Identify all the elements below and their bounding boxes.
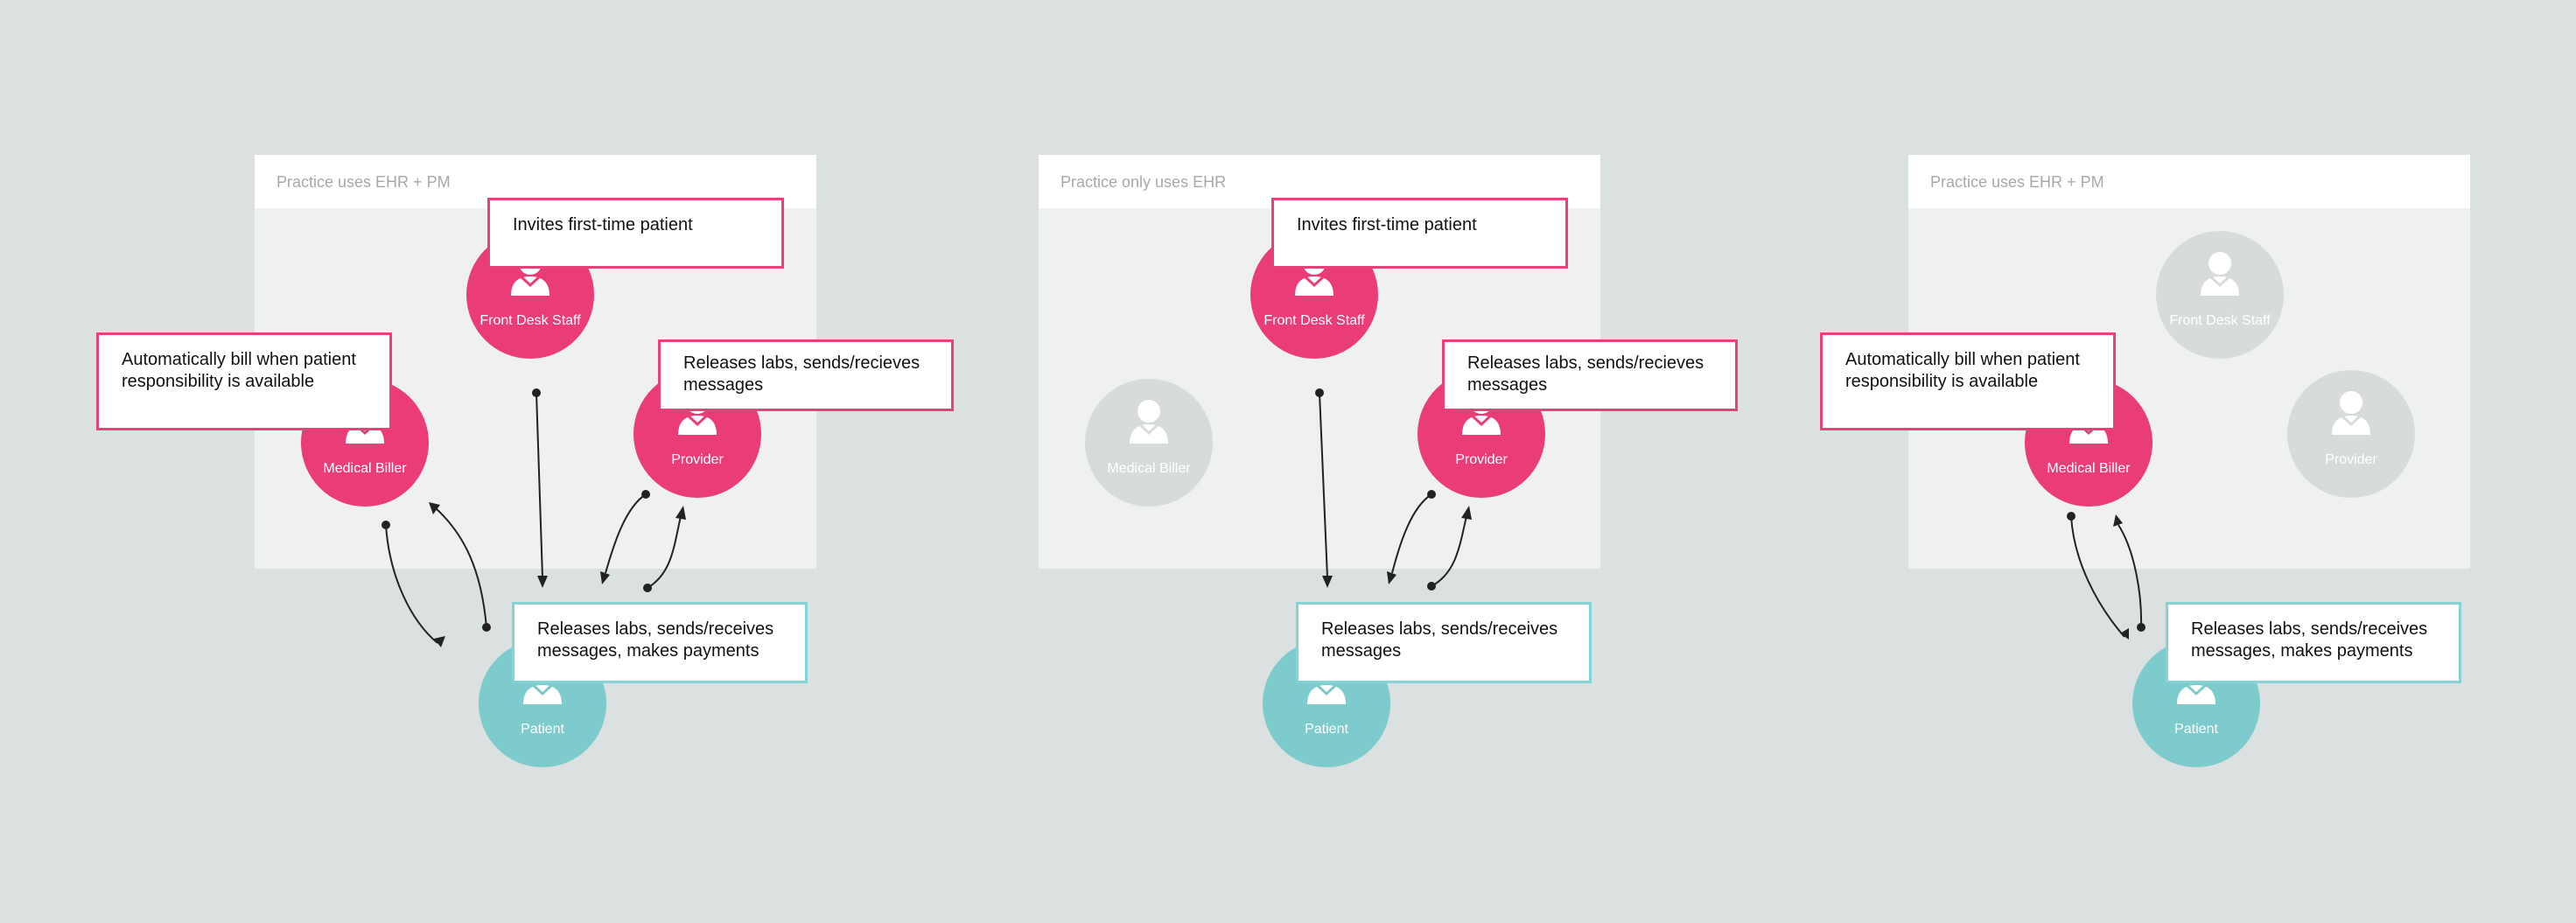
callout-front-desk: Invites first-time patient: [487, 198, 784, 269]
callout-patient: Releases labs, sends/receives messages: [1296, 602, 1592, 683]
arrow-patient-to-biller: [429, 502, 491, 632]
callout-front-desk: Invites first-time patient: [1271, 198, 1568, 269]
user-icon: [2332, 391, 2370, 435]
callout-patient: Releases labs, sends/receives messages, …: [512, 602, 808, 683]
arrow-frontdesk-to-patient: [1315, 388, 1333, 588]
actor-label: Front Desk Staff: [480, 313, 581, 328]
flow-arrows: [382, 388, 686, 647]
actor-front-desk-staff-inactive: Front Desk Staff: [2156, 231, 2284, 359]
callout-medical-biller: Automatically bill when patient responsi…: [1820, 332, 2116, 430]
diagram-ehr-pm-billing: Practice uses EHR + PM Front Desk Staff …: [1750, 0, 2576, 923]
user-icon: [1130, 400, 1168, 444]
actor-label: Provider: [1455, 452, 1508, 467]
actor-label: Patient: [521, 722, 564, 737]
arrow-provider-to-patient: [1387, 490, 1436, 584]
actor-label: Medical Biller: [2047, 461, 2131, 476]
flow-arrows: [2067, 512, 2146, 640]
arrow-patient-to-provider: [643, 506, 686, 592]
arrow-biller-to-patient: [2067, 512, 2129, 640]
callout-provider: Releases labs, sends/recieves messages: [1442, 339, 1738, 411]
actor-label: Patient: [1305, 722, 1348, 737]
callout-provider: Releases labs, sends/recieves messages: [658, 339, 954, 411]
diagram-ehr-pm-full: Practice uses EHR + PM: [0, 0, 954, 923]
callout-patient: Releases labs, sends/receives messages, …: [2166, 602, 2461, 683]
callout-medical-biller: Automatically bill when patient responsi…: [96, 332, 392, 430]
actor-label: Provider: [2325, 452, 2377, 467]
arrow-patient-to-provider: [1427, 506, 1472, 591]
arrow-provider-to-patient: [600, 490, 650, 584]
actor-label: Medical Biller: [1107, 461, 1191, 476]
actor-label: Provider: [671, 452, 724, 467]
panel-title: Practice uses EHR + PM: [1930, 173, 2104, 191]
actor-label: Medical Biller: [323, 461, 407, 476]
panel-title: Practice uses EHR + PM: [276, 173, 451, 191]
panel-title: Practice only uses EHR: [1060, 173, 1227, 191]
arrow-patient-to-biller: [2113, 514, 2146, 632]
arrow-frontdesk-to-patient: [532, 388, 548, 588]
actor-label: Patient: [2174, 722, 2218, 737]
arrow-biller-to-patient: [382, 521, 445, 647]
actor-label: Front Desk Staff: [2169, 313, 2271, 328]
actor-provider-inactive: Provider: [2287, 370, 2415, 498]
flow-arrows: [1315, 388, 1472, 591]
diagram-ehr-only: Practice only uses EHR Front Desk Staff: [875, 0, 1750, 923]
actor-label: Front Desk Staff: [1264, 313, 1365, 328]
user-icon: [2201, 252, 2239, 296]
panel-header: Practice uses EHR + PM: [1908, 155, 2470, 208]
actor-medical-biller-inactive: Medical Biller: [1085, 379, 1213, 507]
